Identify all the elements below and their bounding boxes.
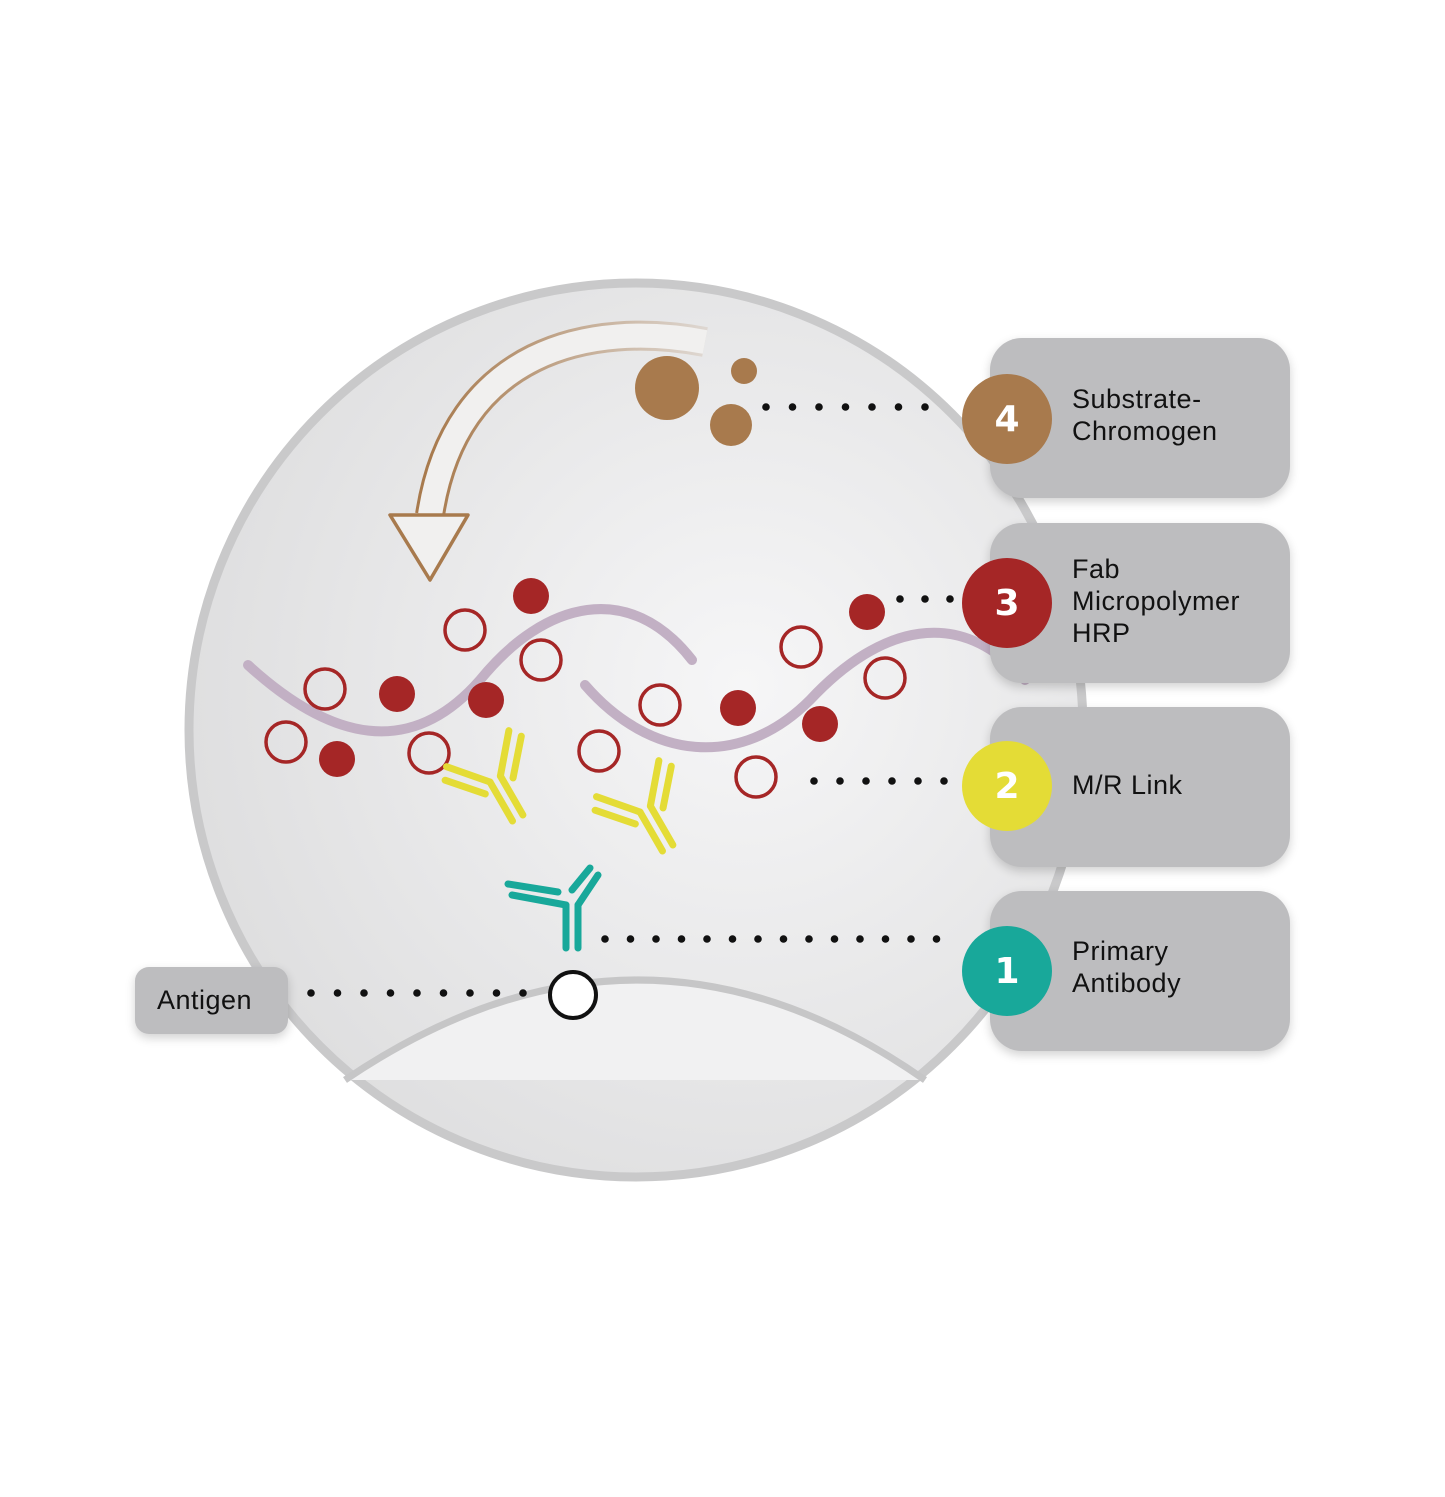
antigen-icon: [548, 970, 598, 1020]
legend-label-mr-link: M/R Link: [1072, 770, 1183, 800]
step-2-badge: 2: [962, 741, 1052, 831]
antigen-label: Antigen: [157, 985, 253, 1015]
legend-label-primary-antibody: Primary Antibody: [1072, 936, 1182, 998]
step-4-badge: 4: [962, 374, 1052, 464]
legend-label-fab-micropolymer-hrp: Fab Micropolymer HRP: [1072, 554, 1241, 648]
antigen-label-box: [135, 967, 288, 1034]
hrp-filled-circles: [319, 578, 885, 777]
mr-link-antibody-icon: [441, 727, 527, 825]
step-1-badge: 1: [962, 926, 1052, 1016]
polymer-strand-right: [580, 627, 1030, 753]
primary-antibody-icon: [504, 864, 602, 952]
mr-link-antibody-icon: [591, 757, 677, 855]
tissue-surface-arc: [343, 976, 928, 1083]
substrate-chromogen-dots-icon: [635, 356, 757, 446]
legend-label-substrate-chromogen: Substrate- Chromogen: [1072, 384, 1218, 446]
polymer-strand-left: [243, 604, 697, 737]
step-3-badge: 3: [962, 558, 1052, 648]
hrp-hollow-circles: [264, 608, 907, 799]
curved-arrow-icon: [388, 320, 708, 582]
leader-lines: [307, 403, 954, 997]
